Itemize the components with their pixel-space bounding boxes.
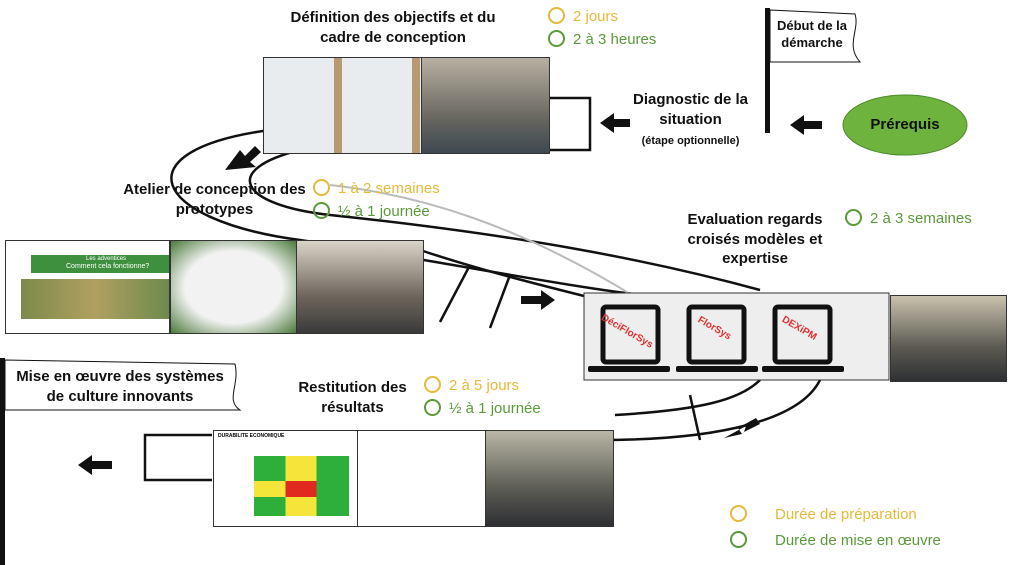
end-flag (4, 359, 242, 411)
track-start (548, 96, 592, 152)
stopwatch-icon (548, 7, 565, 24)
slide-chart (357, 430, 486, 527)
arrow-left-icon (790, 115, 822, 135)
arrow-left-icon (600, 113, 630, 133)
diagnostic-title: Diagnostic de la situation (632, 91, 749, 128)
arrow-right-icon (521, 290, 555, 310)
atelier-durations: 1 à 2 semaines ½ à 1 journée (313, 178, 440, 223)
arrow-left-icon (78, 455, 112, 475)
slide-adventices: Les adventices Comment cela fonctionne? (5, 240, 170, 334)
track-outer-2 (599, 379, 822, 442)
evaluation-title: Evaluation regards croisés modèles et ex… (687, 211, 823, 267)
photo-atelier-board (170, 240, 297, 334)
stopwatch-icon (424, 376, 441, 393)
stopwatch-icon (313, 201, 330, 219)
stopwatch-icon (548, 29, 565, 47)
photo-definition-board (263, 57, 422, 154)
arrow-down-left-icon (225, 146, 261, 170)
photo-evaluation-meeting (890, 295, 1007, 382)
start-flag (769, 9, 862, 63)
prerequis-label: Prérequis (870, 116, 940, 133)
atelier-title: Atelier de conception des prototypes (123, 181, 306, 218)
legend: Durée de préparation Durée de mise en œu… (730, 502, 941, 555)
stopwatch-icon (313, 179, 330, 196)
photo-atelier-meeting (296, 240, 424, 334)
debut-title: Début de la démarche (776, 18, 848, 50)
arrow-down-left-icon (724, 418, 760, 438)
slide-durabilite: DURABILITE ECONOMIQUE (213, 430, 358, 527)
photo-definition-meeting (421, 57, 550, 154)
restitution-durations: 2 à 5 jours ½ à 1 journée (424, 375, 541, 420)
track-inner-2 (614, 379, 761, 417)
stopwatch-icon (730, 531, 747, 549)
mise-en-oeuvre-title: Mise en œuvre des systèmes de culture in… (16, 368, 224, 405)
diagnostic-note: (étape optionnelle) (641, 135, 740, 147)
definition-durations: 2 jours 2 à 3 heures (548, 6, 656, 51)
restitution-title: Restitution des résultats (298, 379, 407, 416)
evaluation-duration: 2 à 3 semaines (845, 208, 972, 231)
prerequis-ellipse (842, 94, 968, 156)
step-definition-title: Définition des objectifs et du cadre de … (290, 9, 496, 46)
flag-pole (765, 8, 770, 133)
stopwatch-icon (424, 398, 441, 416)
flag-pole (0, 358, 5, 565)
track-inner-1 (248, 148, 761, 292)
photo-restitution-meeting (485, 430, 614, 527)
laptops (600, 304, 833, 365)
stopwatch-icon (845, 209, 862, 226)
stopwatch-icon (730, 505, 747, 522)
track-end (143, 433, 212, 482)
